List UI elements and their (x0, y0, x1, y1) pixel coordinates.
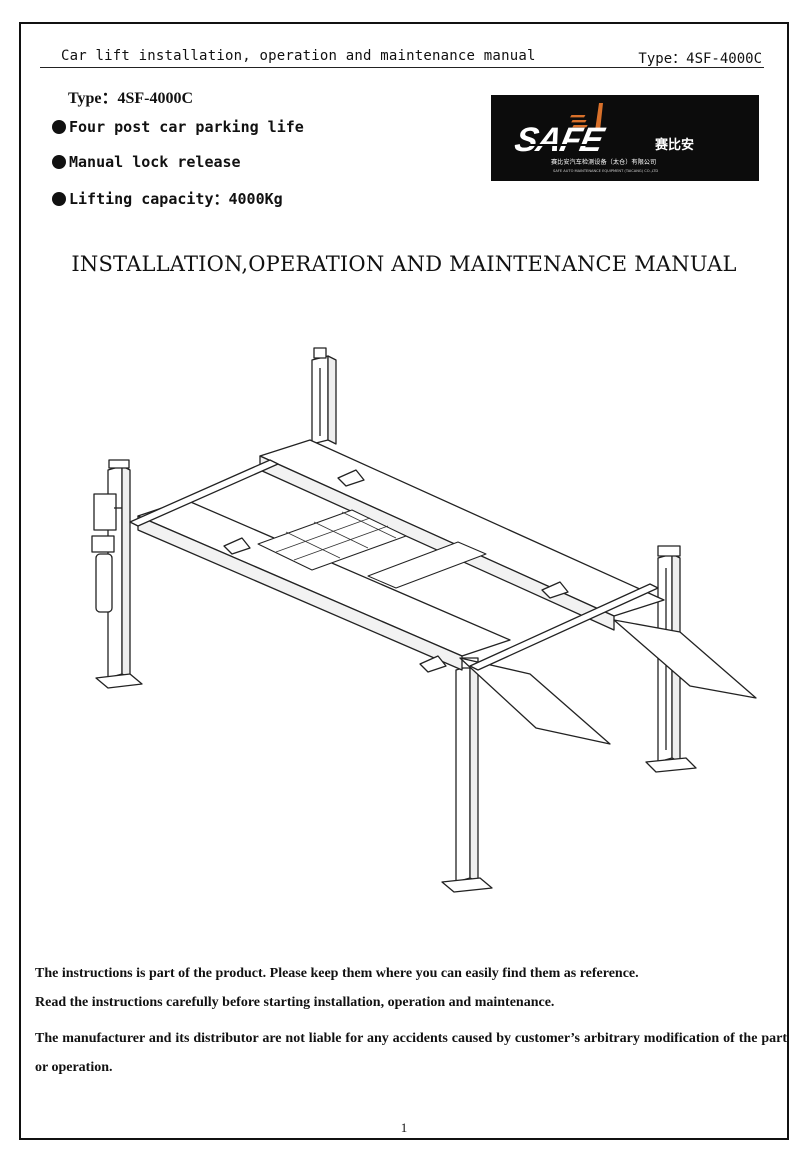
svg-text:赛比安汽车检测设备（太仓）有限公司: 赛比安汽车检测设备（太仓）有限公司 (551, 158, 656, 166)
note-line: Read the instructions carefully before s… (35, 995, 555, 1010)
drip-trays (257, 509, 487, 589)
runway-left (137, 499, 611, 745)
bullet-icon (52, 155, 66, 169)
feature-text: Lifting capacity：4000Kg (69, 190, 283, 208)
note-line: The manufacturer and its distributor are… (35, 1031, 787, 1075)
svg-text:赛比安: 赛比安 (654, 137, 694, 153)
runway-right (259, 439, 757, 699)
header-divider (40, 67, 764, 68)
header-model-type: Type：4SF-4000C (638, 51, 762, 67)
column-front-right (441, 657, 493, 893)
svg-text:SAFE: SAFE (511, 121, 608, 159)
feature-item: Four post car parking life (52, 118, 304, 136)
feature-text: Four post car parking life (69, 118, 304, 136)
column-back-left (311, 347, 337, 445)
column-front-left (91, 459, 143, 689)
feature-text: Manual lock release (69, 153, 241, 171)
cross-beams (129, 459, 659, 671)
feature-item: Manual lock release (52, 153, 241, 171)
feature-item: Lifting capacity：4000Kg (52, 188, 283, 209)
svg-text:SAFE AUTO MAINTENANCE EQUIPMEN: SAFE AUTO MAINTENANCE EQUIPMENT (TAICANG… (553, 169, 658, 173)
bullet-icon (52, 192, 66, 206)
page-border (19, 22, 789, 1140)
bullet-icon (52, 120, 66, 134)
car-lift-illustration (90, 340, 780, 900)
header-manual-title: Car lift installation, operation and mai… (61, 48, 536, 64)
brand-logo: SAFE 赛比安 赛比安汽车检测设备（太仓）有限公司 SAFE AUTO MAI… (491, 95, 759, 181)
document-title: INSTALLATION,OPERATION AND MAINTENANCE M… (71, 252, 737, 276)
lift-drawing-icon (91, 347, 757, 893)
safe-logo-icon: SAFE 赛比安 赛比安汽车检测设备（太仓）有限公司 SAFE AUTO MAI… (491, 95, 759, 181)
page-number: 1 (400, 1120, 408, 1135)
note-line: The instructions is part of the product.… (35, 966, 639, 981)
model-type: Type：4SF-4000C (68, 90, 194, 107)
